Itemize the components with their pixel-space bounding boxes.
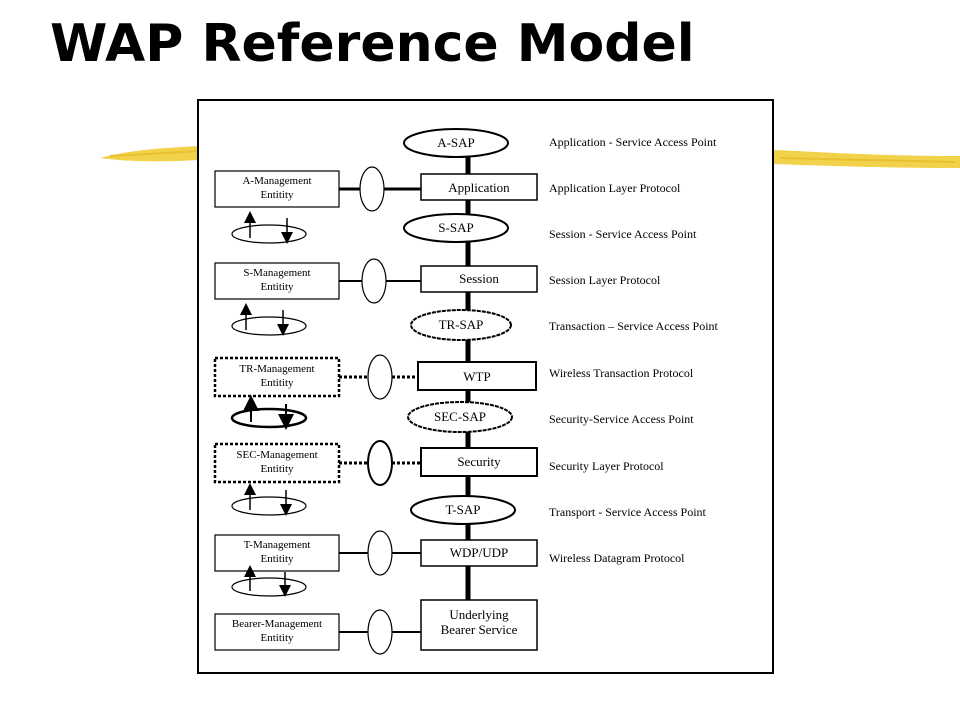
a-connector-oval — [359, 166, 385, 212]
a-management-label-line1: A-Management — [242, 175, 312, 187]
tr-connector-oval — [367, 354, 393, 400]
bearer-service-box — [420, 599, 538, 651]
application-layer-box — [420, 173, 538, 201]
application-layer-description: Application Layer Protocol — [549, 181, 681, 195]
bearer-service-label-line2: Bearer Service — [440, 622, 518, 637]
t-management-label-line1: T-Management — [243, 539, 311, 551]
t-sap-description: Transport - Service Access Point — [549, 505, 706, 519]
wdp-udp-layer-description: Wireless Datagram Protocol — [549, 551, 685, 565]
a-sap-label: A-SAP — [437, 135, 475, 150]
session-layer-box — [420, 265, 538, 293]
wtp-layer-label: WTP — [463, 369, 491, 384]
exchange-loop-tr-sec — [230, 395, 308, 430]
page-title: WAP Reference Model — [50, 14, 695, 74]
tr-management-label-line1: TR-Management — [239, 363, 315, 375]
bearer-service-label-line1: Underlying — [449, 607, 509, 622]
wdp-udp-layer-box — [420, 539, 538, 567]
wtp-layer-description: Wireless Transaction Protocol — [549, 366, 694, 380]
bearer-management-label-line1: Bearer-Management — [231, 618, 323, 630]
management-connectors — [339, 187, 421, 633]
bearer-management-box — [214, 613, 340, 651]
wtp-layer-box — [417, 361, 537, 391]
a-management-label-line2: Entitity — [260, 189, 294, 201]
a-sap-description: Application - Service Access Point — [549, 135, 717, 149]
a-sap-ellipse — [403, 128, 509, 158]
management-exchange-loops — [230, 211, 308, 597]
security-layer-label: Security — [457, 454, 501, 469]
sec-connector-oval — [367, 440, 393, 486]
tr-sap-description: Transaction – Service Access Point — [549, 319, 718, 333]
application-layer-label: Application — [448, 180, 510, 195]
exchange-loop-t-bearer — [231, 565, 307, 597]
s-sap-label: S-SAP — [438, 220, 474, 235]
tr-sap-ellipse — [410, 309, 512, 341]
tr-sap-label: TR-SAP — [438, 317, 484, 332]
bearer-management-label-line2: Entitity — [260, 632, 294, 644]
exchange-loop-s-tr — [231, 303, 307, 336]
sec-management-label-line1: SEC-Management — [236, 449, 318, 461]
sec-management-label-line2: Entitity — [260, 463, 294, 475]
s-sap-ellipse — [403, 213, 509, 243]
wdp-udp-layer-label: WDP/UDP — [449, 545, 509, 560]
s-management-label-line1: S-Management — [243, 267, 311, 279]
security-layer-box — [420, 447, 538, 477]
t-sap-label: T-SAP — [445, 502, 481, 517]
tr-management-label-line2: Entitity — [260, 377, 294, 389]
s-management-label-line2: Entitity — [260, 281, 294, 293]
security-layer-description: Security Layer Protocol — [549, 459, 664, 473]
s-sap-description: Session - Service Access Point — [549, 227, 697, 241]
t-management-label-line2: Entitity — [260, 553, 294, 565]
session-layer-label: Session — [459, 271, 499, 286]
t-connector-oval — [367, 530, 393, 576]
exchange-loop-sec-t — [231, 483, 307, 516]
s-connector-oval — [361, 258, 387, 304]
bearer-connector-oval — [367, 609, 393, 655]
exchange-loop-a-s — [231, 211, 307, 244]
t-management-box — [214, 534, 340, 572]
t-sap-ellipse — [410, 495, 516, 525]
sec-sap-label: SEC-SAP — [433, 409, 487, 424]
s-management-box — [214, 262, 340, 300]
sec-sap-description: Security-Service Access Point — [549, 412, 694, 426]
session-layer-description: Session Layer Protocol — [549, 273, 661, 287]
sec-sap-ellipse — [407, 401, 513, 433]
